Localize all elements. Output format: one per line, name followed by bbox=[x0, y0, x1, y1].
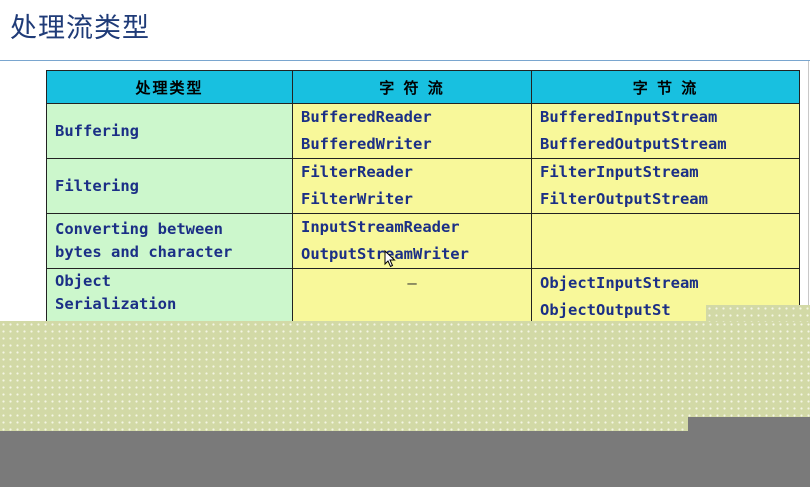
type-label: Object bbox=[55, 272, 111, 290]
class-name: ObjectInputStream bbox=[540, 274, 699, 292]
stream-type-table: 处理类型 字 符 流 字 节 流 Buffering BufferedReade… bbox=[46, 70, 800, 329]
char-stream-cell: — bbox=[292, 268, 532, 329]
dotted-overlay-corner bbox=[706, 305, 810, 322]
type-label: Converting between bbox=[55, 220, 223, 238]
type-label: bytes and character bbox=[55, 243, 233, 261]
class-name: BufferedInputStream bbox=[540, 108, 718, 126]
byte-stream-cell-empty bbox=[531, 213, 800, 269]
gray-overlay-bar bbox=[0, 431, 810, 487]
header-char-stream: 字 符 流 bbox=[292, 70, 532, 104]
type-label: Filtering bbox=[55, 176, 139, 195]
class-name: FilterOutputStream bbox=[540, 190, 708, 208]
class-name: InputStreamReader bbox=[301, 218, 460, 236]
table-row: Converting between bytes and character I… bbox=[46, 213, 800, 269]
header-processing-type: 处理类型 bbox=[46, 70, 293, 104]
class-name: ObjectOutputSt bbox=[540, 301, 671, 319]
type-cell-converting: Converting between bytes and character bbox=[46, 213, 293, 269]
class-name: OutputStreamWriter bbox=[301, 241, 523, 268]
class-name: FilterInputStream bbox=[540, 163, 699, 181]
title-divider bbox=[0, 60, 810, 61]
type-label: Serialization bbox=[55, 295, 177, 313]
dash-placeholder: — bbox=[407, 274, 417, 292]
char-stream-cell: FilterReader FilterWriter bbox=[292, 158, 532, 214]
class-name: BufferedReader bbox=[301, 108, 432, 126]
class-name: BufferedOutputStream bbox=[540, 135, 727, 153]
type-cell-serialization: Object Serialization bbox=[46, 268, 293, 329]
type-label: Buffering bbox=[55, 121, 139, 140]
gray-overlay-patch bbox=[688, 417, 810, 431]
byte-stream-cell: FilterInputStream FilterOutputStream bbox=[531, 158, 800, 214]
byte-stream-cell: ObjectInputStream ObjectOutputSt bbox=[531, 268, 800, 329]
byte-stream-cell: BufferedInputStream BufferedOutputStream bbox=[531, 103, 800, 159]
type-cell-buffering: Buffering bbox=[46, 103, 293, 159]
dotted-overlay-panel bbox=[0, 321, 810, 431]
table-row: Filtering FilterReader FilterWriter Filt… bbox=[46, 158, 800, 214]
header-byte-stream: 字 节 流 bbox=[531, 70, 800, 104]
table-row: Buffering BufferedReader BufferedWriter … bbox=[46, 103, 800, 159]
type-cell-filtering: Filtering bbox=[46, 158, 293, 214]
table-header-row: 处理类型 字 符 流 字 节 流 bbox=[46, 70, 800, 104]
char-stream-cell: BufferedReader BufferedWriter bbox=[292, 103, 532, 159]
table-row: Object Serialization — ObjectInputStream… bbox=[46, 268, 800, 329]
class-name: FilterReader bbox=[301, 163, 413, 181]
class-name: FilterWriter bbox=[301, 190, 413, 208]
class-name: BufferedWriter bbox=[301, 135, 432, 153]
slide-title: 处理流类型 bbox=[10, 13, 150, 44]
mouse-cursor-icon bbox=[384, 250, 396, 268]
char-stream-cell: InputStreamReader OutputStreamWriter bbox=[292, 213, 532, 269]
slide-edge-line bbox=[808, 61, 809, 321]
